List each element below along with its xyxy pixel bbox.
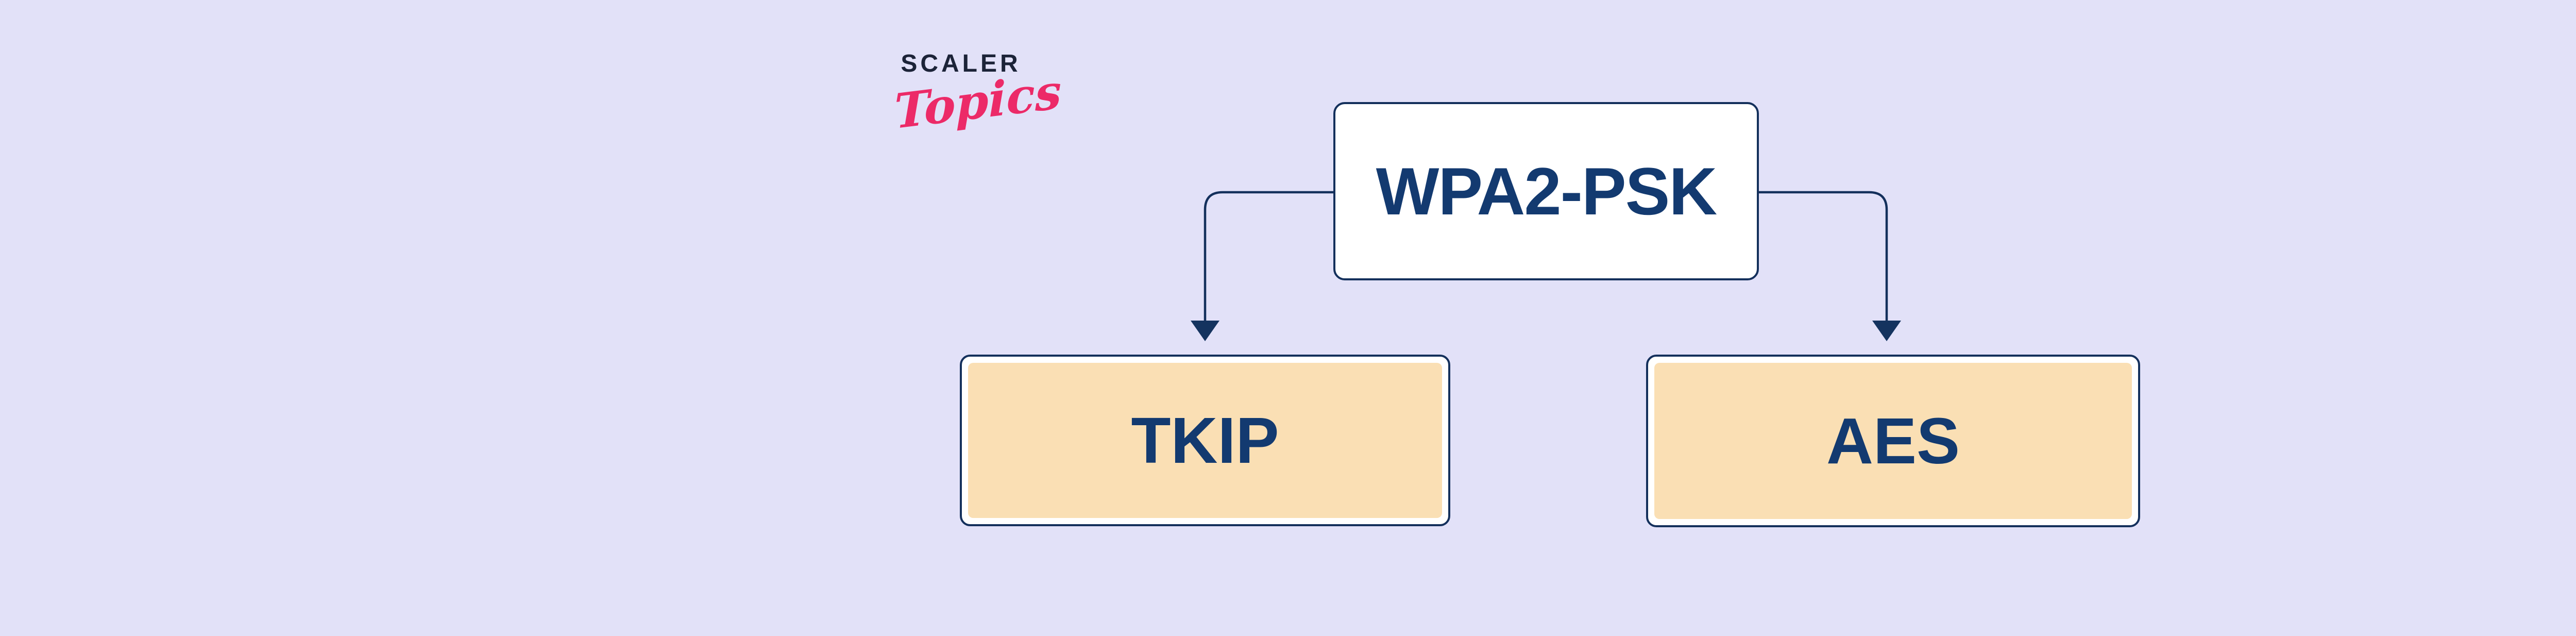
scaler-brand-text: SCALER bbox=[901, 50, 1021, 77]
node-wpa2-psk-label: WPA2-PSK bbox=[1376, 154, 1718, 229]
node-wpa2-psk: WPA2-PSK bbox=[1333, 102, 1759, 280]
arrowhead-down-left-icon bbox=[1191, 321, 1219, 341]
node-aes-label: AES bbox=[1826, 405, 1960, 477]
node-tkip-fill bbox=[968, 363, 1442, 518]
node-aes-fill bbox=[1654, 363, 2132, 519]
connector-right-line bbox=[1758, 191, 1888, 322]
connector-left-line bbox=[1204, 191, 1333, 322]
scaler-topics-logo: SCALER Topics bbox=[894, 50, 1062, 140]
node-tkip-label: TKIP bbox=[1131, 404, 1279, 477]
node-tkip: TKIP bbox=[960, 355, 1450, 526]
node-aes: AES bbox=[1646, 355, 2140, 527]
arrowhead-down-right-icon bbox=[1872, 321, 1901, 341]
